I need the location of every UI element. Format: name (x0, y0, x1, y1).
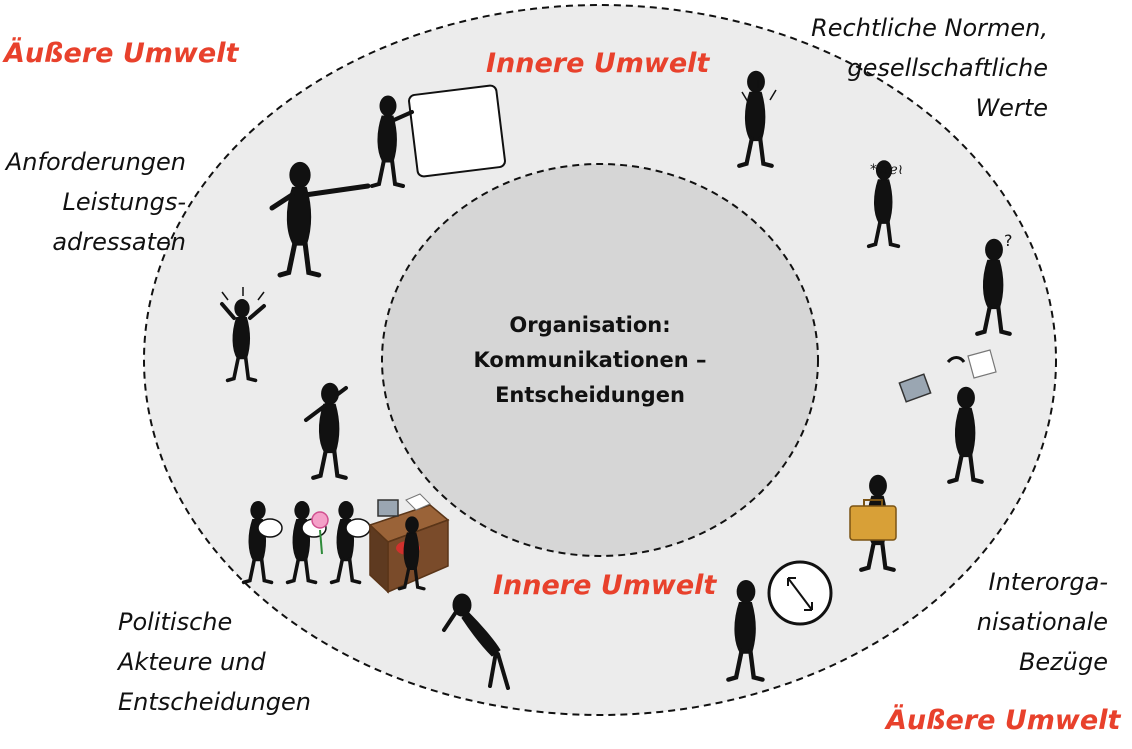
inner-circle (381, 163, 819, 557)
office-desk-icon (368, 493, 450, 594)
inner-environment-label: Innere Umwelt (486, 48, 710, 79)
bending-person-icon (442, 593, 510, 690)
angry-person-icon: *☆ℯ≀ (866, 158, 903, 249)
political-label: Politische Akteure und Entscheidungen (118, 608, 311, 716)
questioning-person-icon: ? (977, 231, 1013, 334)
person-with-sign-icon (370, 84, 506, 188)
svg-text:?: ? (1004, 231, 1013, 250)
legal-norms-label: Rechtliche Normen, gesellschaftliche Wer… (811, 14, 1048, 122)
outer-environment-label: Äußere Umwelt (4, 38, 239, 69)
outer-environment-label-bottom: Äußere Umwelt (886, 705, 1121, 736)
clock-icon (767, 560, 833, 626)
person-with-suitcase-icon (849, 475, 897, 570)
frustrated-person-icon (220, 287, 266, 383)
queue-with-flower-icon (241, 499, 371, 585)
interorganizational-label: Interorga- nisationale Bezüge (976, 568, 1108, 676)
organization-label: Organisation: Kommunikationen – Entschei… (473, 313, 707, 407)
pointing-person-icon (269, 163, 371, 276)
svg-text:*☆ℯ≀: *☆ℯ≀ (870, 162, 903, 178)
confused-person-icon (739, 71, 777, 166)
demands-label: Anforderungen Leistungs- adressaten (5, 148, 186, 256)
thinking-person-icon (304, 383, 348, 478)
inner-environment-label-bottom: Innere Umwelt (493, 570, 717, 601)
juggling-person-icon (898, 349, 997, 482)
